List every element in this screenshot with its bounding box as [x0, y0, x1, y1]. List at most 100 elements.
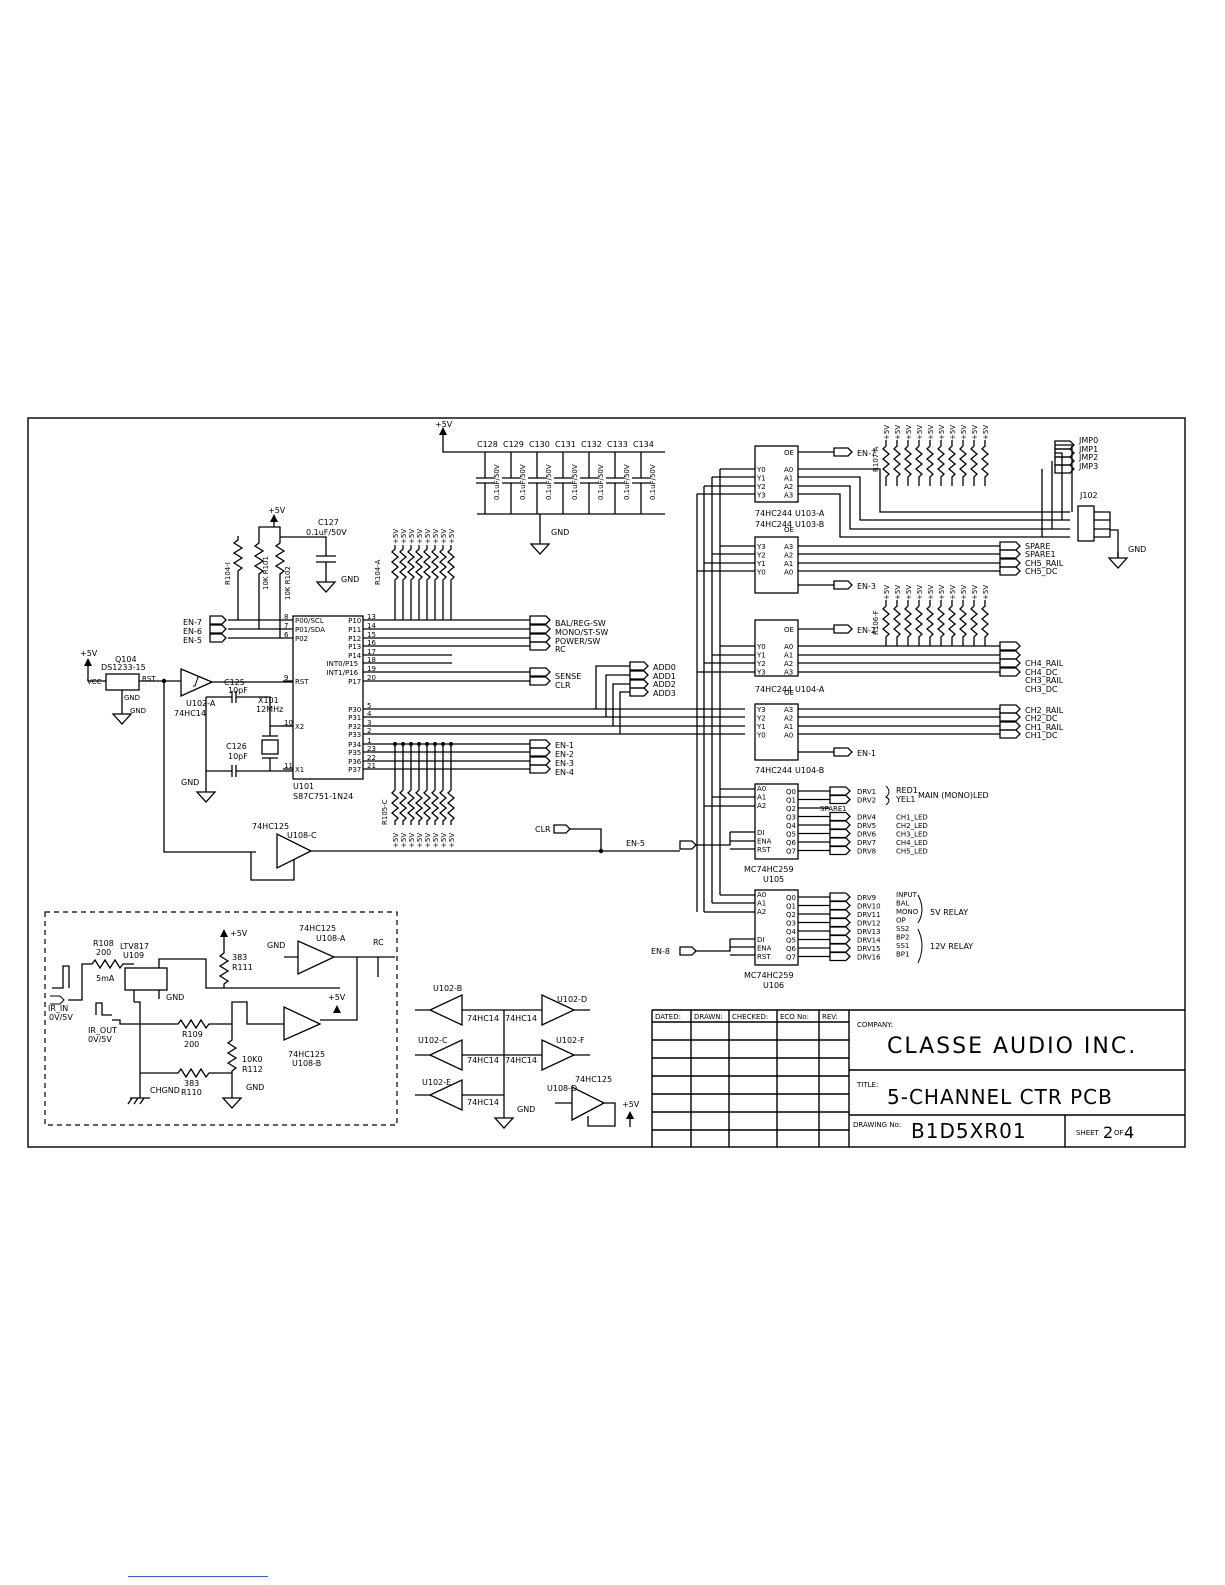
pullup-c-vcc-0: +5V: [392, 833, 400, 848]
pullup-resistor-f-6: [947, 600, 957, 646]
u106-addr-0: A0: [757, 891, 766, 899]
footer-link-underline[interactable]: [128, 1576, 268, 1577]
mcu-pin-num-left-4: 10: [284, 719, 293, 727]
u103b-y-0: Y3: [756, 543, 766, 551]
pullup-resistor-j-7: [958, 440, 968, 486]
mcu-left-wiring: EN-7 EN-6 EN-5 R104-I +5V 10K R101 10K R…: [183, 506, 359, 645]
capacitor-c132: [580, 452, 598, 514]
mcu-pin-num-right-4: 17: [367, 648, 376, 656]
pullup-f-vcc-8: +5V: [971, 585, 979, 600]
mcu-pin-num-right-10: 3: [367, 719, 371, 727]
net-flag-oe-1: [833, 580, 853, 590]
pullup-a-vcc-5: +5V: [432, 529, 440, 544]
mcu-right-wiring: BAL/REG-SW MONO/ST-SW POWER/SW RC SENSE …: [363, 559, 745, 825]
u108b-vcc: +5V: [328, 993, 346, 1002]
c126-ref: C126: [226, 742, 247, 751]
u106-drv-6: DRV15: [857, 945, 881, 953]
net-en7: EN-7: [183, 618, 202, 627]
u106-desc-2: MONO: [896, 908, 919, 916]
decoupling-capacitors: +5V GND: [435, 420, 665, 555]
pullup-resistor-c-1: [398, 744, 408, 825]
net-sense: SENSE: [555, 672, 581, 681]
net-flag-mcu-8: [529, 756, 551, 766]
power-arrow-icon: [220, 929, 228, 937]
u106-ref: U106: [763, 981, 784, 990]
mcu-pin-p36: P36: [348, 758, 362, 766]
drawing-title: 5-CHANNEL CTR PCB: [887, 1085, 1113, 1109]
sheet-total: 4: [1124, 1123, 1134, 1142]
u108d-part: 74HC125: [575, 1075, 612, 1084]
mcu-pin-p14: P14: [348, 652, 362, 660]
u103a-y-0: Y0: [756, 466, 766, 474]
pullup-j-vcc-3: +5V: [916, 425, 924, 440]
u104a-oe: OE: [784, 626, 794, 634]
u103b-a-2: A1: [784, 560, 793, 568]
mcu-pin-num-right-7: 20: [367, 674, 376, 682]
u108a-ref: U108-A: [316, 934, 346, 943]
r101-label: 10K R101: [262, 556, 270, 590]
u105-drv-flag-6: [829, 837, 851, 847]
u106-drv-3: DRV12: [857, 920, 881, 928]
net-flag-mcu-1: [529, 624, 551, 634]
u104b-oe: OE: [784, 689, 794, 697]
net-en1-mcu: EN-1: [555, 741, 574, 750]
u105-desc-5: CH3_LED: [896, 831, 928, 839]
pullup-a-vcc-6: +5V: [440, 529, 448, 544]
u105-drv-2: SPARE1: [820, 805, 847, 813]
of-label: OF: [1114, 1129, 1124, 1137]
u105-drv-4: DRV5: [857, 822, 876, 830]
net-flag-jmp-1: [1054, 448, 1075, 458]
c126-value: 10pF: [228, 752, 248, 761]
mcu-pin-num-left-5: 11: [284, 762, 293, 770]
net-spare1: SPARE1: [1025, 550, 1056, 559]
cap-value-c129: 0.1uF/50V: [519, 464, 527, 500]
ir-out-level: 0V/5V: [88, 1035, 112, 1044]
u104b-a-1: A2: [784, 715, 793, 723]
capacitor-c129: [502, 452, 520, 514]
junction-c-4: [425, 742, 429, 746]
net-ch1-rail: CH1_RAIL: [1025, 723, 1064, 732]
cap-ref-c134: C134: [633, 440, 654, 449]
u105-ctrl-0: DI: [757, 829, 764, 837]
mcu-pin-p31: P31: [348, 714, 361, 722]
mcu-pin-num-right-2: 15: [367, 631, 376, 639]
net-flag-mcu-6: [529, 739, 551, 749]
c127-ref: C127: [318, 518, 339, 527]
net-flag-out-1: [999, 549, 1021, 559]
pullup-resistor-j-5: [936, 440, 946, 486]
net-rc: RC: [555, 645, 566, 654]
mcu-pin-rst: RST: [295, 678, 309, 686]
company-name: CLASSE AUDIO INC.: [887, 1034, 1137, 1059]
net-mono-st-sw: MONO/ST-SW: [555, 628, 608, 637]
net-flag-oe-0: [833, 447, 853, 457]
net-flag-out-6: [999, 658, 1021, 668]
r111-vcc: +5V: [230, 929, 248, 938]
pullup-c-vcc-2: +5V: [408, 833, 416, 848]
net-ch4-dc: CH4_DC: [1025, 668, 1058, 677]
spare-gnd: GND: [517, 1105, 535, 1114]
u108d-vcc: +5V: [622, 1100, 640, 1109]
pullup-resistor-a-0: [390, 545, 400, 620]
u103a-label: 74HC244: [755, 509, 792, 518]
junction-c-5: [433, 742, 437, 746]
current-label: 5mA: [96, 974, 115, 983]
net-flag-jmp-3: [1054, 464, 1075, 474]
net-flag-out-8: [999, 704, 1021, 714]
mcu-pin-num-right-5: 18: [367, 656, 376, 664]
net-flag-add-1: [629, 670, 649, 680]
u105-drv-flag-0: [829, 786, 851, 796]
net-flag-mcu-7: [529, 747, 551, 757]
u105-drv-5: DRV6: [857, 831, 877, 839]
r111-value: 383: [232, 953, 247, 962]
net-flag-out-2: [999, 558, 1021, 568]
mcu-pin-num-right-3: 16: [367, 639, 376, 647]
u103a-a-0: A0: [784, 466, 793, 474]
net-flag-add-2: [629, 679, 649, 689]
net-jmp3: JMP3: [1078, 462, 1098, 471]
u106-drv-flag-3: [829, 917, 851, 928]
r104a-label: R104-A: [374, 559, 382, 585]
u108c-ref: U108-C: [287, 831, 317, 840]
cap-ref-c131: C131: [555, 440, 576, 449]
u102c-ref: U102-C: [418, 1036, 448, 1045]
